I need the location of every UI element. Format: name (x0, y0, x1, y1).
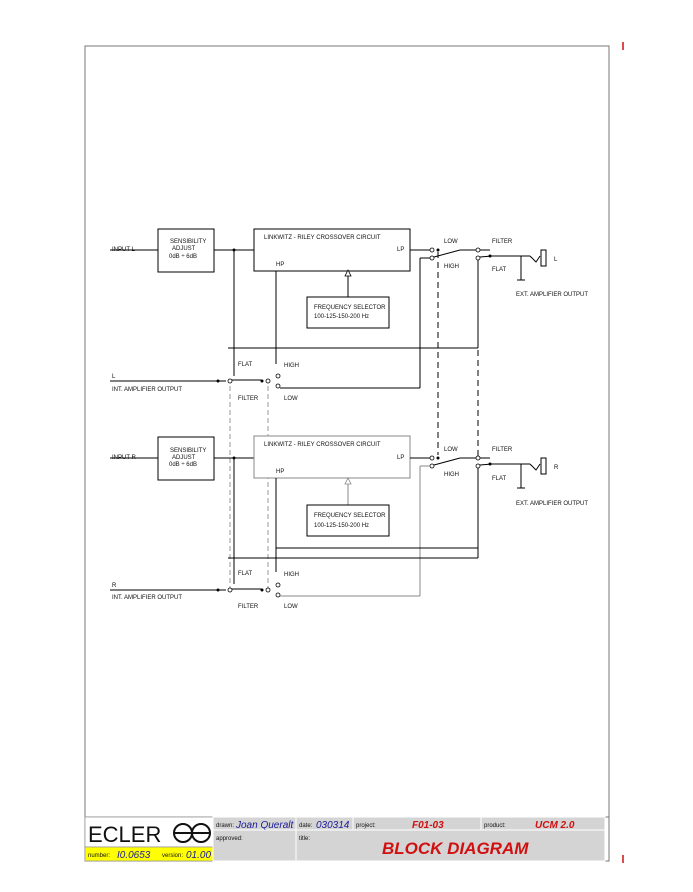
switch-high-l: HIGH (444, 264, 459, 270)
switch-flat-r: FLAT (492, 476, 507, 482)
switch-int-low-l: LOW (284, 396, 298, 402)
frequency-selector-title-l: FREQUENCY SELECTOR (314, 305, 386, 311)
channel-r-diagram: INPUT R SENSIBILITY ADJUST 0dB ÷ 6dB LIN… (110, 435, 588, 610)
version-label: version: (162, 853, 183, 859)
jack-label-r: R (554, 465, 559, 471)
switch-low-l: LOW (444, 239, 458, 245)
switch-filter-l: FILTER (492, 239, 513, 245)
frequency-selector-values-l: 100-125-150-200 Hz (314, 314, 369, 320)
title-label: title: (299, 836, 310, 842)
int-label-l: L (112, 374, 116, 380)
int-amplifier-output-r: INT. AMPLIFIER OUTPUT (112, 595, 182, 601)
crossover-lp-r: LP (397, 455, 404, 461)
product-label: product: (484, 823, 506, 829)
switch-int-high-r: HIGH (284, 572, 299, 578)
switch-int-flat-l: FLAT (238, 362, 253, 368)
crossover-title-r: LINKWITZ - RILEY CROSSOVER CIRCUIT (264, 442, 381, 448)
int-amplifier-output-l: INT. AMPLIFIER OUTPUT (112, 387, 182, 393)
crossover-lp-l: LP (397, 247, 404, 253)
project-value: F01-03 (412, 820, 444, 831)
drawn-label: drawn: (216, 823, 234, 829)
switch-low-r: LOW (444, 447, 458, 453)
crossover-hp-l: HP (276, 262, 284, 268)
title-value: BLOCK DIAGRAM (382, 839, 529, 858)
title-block: ECLER number: I0.0653 version: 01.00 dra… (84, 816, 610, 862)
crossover-box-l (253, 228, 411, 272)
jack-label-l: L (554, 257, 558, 263)
number-label: number: (88, 853, 110, 859)
frequency-selector-values-r: 100-125-150-200 Hz (314, 523, 369, 529)
crossover-box-r (253, 435, 411, 479)
switch-filter-r: FILTER (492, 447, 513, 453)
project-label: project: (356, 823, 376, 829)
product-value: UCM 2.0 (535, 820, 575, 831)
channel-l-diagram: INPUT L SENSIBILITY ADJUST 0dB ÷ 6dB LIN… (110, 228, 588, 460)
frequency-selector-title-r: FREQUENCY SELECTOR (314, 513, 386, 519)
int-label-r: R (112, 583, 117, 589)
date-value: 030314 (316, 820, 350, 831)
sensibility-range-r: 0dB ÷ 6dB (169, 462, 197, 468)
frequency-selector-box-r (306, 504, 390, 537)
ext-amplifier-output-l: EXT. AMPLIFIER OUTPUT (516, 292, 588, 298)
sensibility-title-l: SENSIBILITY (170, 239, 206, 245)
sensibility-adjust-r: ADJUST (172, 455, 196, 461)
switch-int-high-l: HIGH (284, 363, 299, 369)
switch-flat-l: FLAT (492, 267, 507, 273)
frequency-selector-box-l (306, 296, 390, 329)
ext-amplifier-output-r: EXT. AMPLIFIER OUTPUT (516, 501, 588, 507)
switch-int-filter-l: FILTER (238, 396, 259, 402)
crossover-title-l: LINKWITZ - RILEY CROSSOVER CIRCUIT (264, 235, 381, 241)
version-value: 01.00 (186, 850, 211, 861)
date-label: date: (299, 823, 313, 829)
sensibility-title-r: SENSIBILITY (170, 448, 206, 454)
ecler-logo: ECLER (88, 822, 161, 847)
drawn-value: Joan Queralt (235, 820, 294, 831)
sensibility-adjust-l: ADJUST (172, 246, 196, 252)
sensibility-adjust-box-r (157, 436, 215, 481)
crossover-hp-r: HP (276, 469, 284, 475)
switch-high-r: HIGH (444, 472, 459, 478)
switch-int-filter-r: FILTER (238, 604, 259, 610)
sensibility-range-l: 0dB ÷ 6dB (169, 254, 197, 260)
approved-label: approved: (216, 836, 243, 842)
sensibility-adjust-box-l (157, 228, 215, 273)
switch-int-low-r: LOW (284, 604, 298, 610)
ecler-logo-mark (173, 823, 211, 843)
switch-int-flat-r: FLAT (238, 571, 253, 577)
number-value: I0.0653 (117, 850, 151, 861)
